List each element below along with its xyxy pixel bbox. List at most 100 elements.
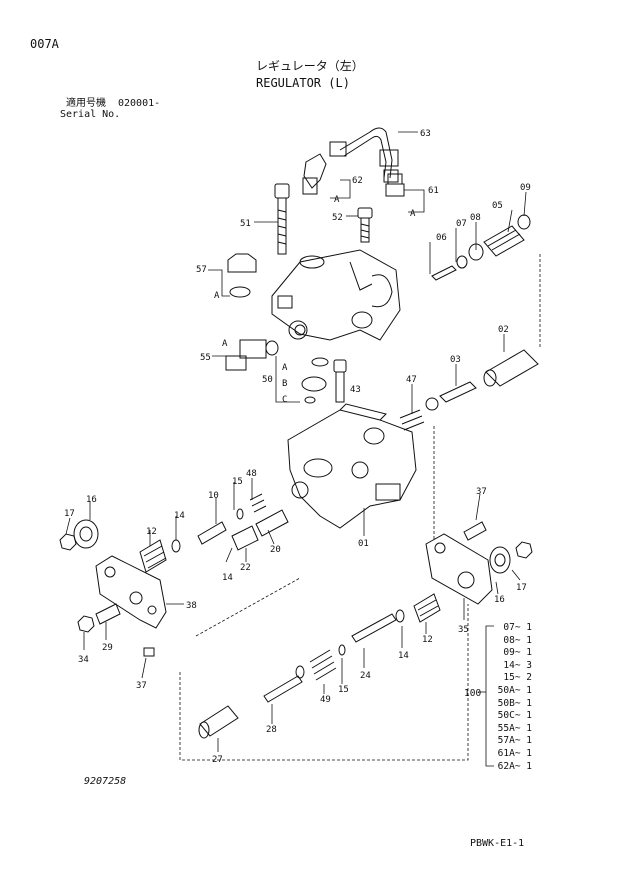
callout-37-left: 37 bbox=[136, 681, 147, 691]
piston-03 bbox=[439, 381, 477, 403]
screw-29 bbox=[95, 603, 121, 625]
rod-28 bbox=[263, 665, 305, 703]
spool-24 bbox=[351, 613, 397, 643]
callout-10: 10 bbox=[208, 491, 219, 501]
callout-43: 43 bbox=[350, 385, 361, 395]
spring-49 bbox=[309, 649, 337, 681]
callout-15: 15 bbox=[232, 477, 243, 487]
callout-50: 50 bbox=[262, 375, 273, 385]
bolt-52 bbox=[357, 207, 373, 243]
left-cover-38 bbox=[95, 555, 167, 629]
bolt-43 bbox=[333, 359, 347, 403]
plug-20 bbox=[255, 509, 289, 537]
callout-16: 16 bbox=[86, 495, 97, 505]
spring-47 bbox=[399, 397, 439, 431]
nut-16-right bbox=[489, 546, 511, 574]
callout-labels: 63 62 61 09 08 07 05 06 51 52 57 02 55 5… bbox=[64, 129, 531, 765]
callout-ref-b-50: B bbox=[282, 379, 287, 389]
kit-list-item: 15~ 2 bbox=[503, 672, 532, 684]
screw-37-left bbox=[143, 647, 155, 657]
sleeve-27 bbox=[198, 705, 239, 739]
kit-list-item: 07~ 1 bbox=[503, 622, 532, 633]
callout-37: 37 bbox=[476, 487, 487, 497]
callout-29: 29 bbox=[102, 643, 113, 653]
bolt-51 bbox=[274, 183, 290, 255]
nut-17-right bbox=[515, 541, 533, 559]
sleeve-12-right bbox=[413, 593, 441, 623]
kit-list-item: 55A~ 1 bbox=[497, 722, 532, 734]
kit-list-item: 50C~ 1 bbox=[497, 710, 532, 722]
callout-35: 35 bbox=[458, 625, 469, 635]
callout-ref-a-50: A bbox=[282, 363, 288, 373]
kit-list-item: 62A~ 1 bbox=[497, 760, 532, 772]
callout-14: 14 bbox=[174, 511, 185, 521]
kit-list-item: 61A~ 1 bbox=[497, 747, 532, 759]
leader-lines bbox=[65, 131, 541, 767]
straight-fitting bbox=[385, 173, 405, 197]
callout-14-right: 14 bbox=[398, 651, 409, 661]
callout-52: 52 bbox=[332, 213, 343, 223]
sleeve-02 bbox=[483, 349, 539, 387]
pressure-sensor bbox=[225, 339, 279, 371]
o-ring-14-right bbox=[395, 609, 405, 623]
callout-49: 49 bbox=[320, 695, 331, 705]
callout-03: 03 bbox=[450, 355, 461, 365]
serial-label-english: Serial No. bbox=[60, 109, 121, 120]
kit-list-item: 57A~ 1 bbox=[497, 735, 532, 747]
o-ring-14-left bbox=[171, 539, 181, 553]
kit-list-item: 08~ 1 bbox=[503, 634, 532, 646]
collar-22 bbox=[231, 525, 259, 551]
drawing-number: 9207258 bbox=[84, 776, 127, 787]
pipe-part bbox=[329, 127, 399, 183]
kit-number: 100 bbox=[464, 688, 482, 699]
callout-ref-a-57: A bbox=[214, 291, 220, 301]
callout-12: 12 bbox=[146, 527, 157, 537]
title-japanese: レギュレータ（左） bbox=[256, 59, 364, 73]
main-casing bbox=[287, 403, 417, 529]
callout-38: 38 bbox=[186, 601, 197, 611]
callout-ref-a-55: A bbox=[222, 339, 228, 349]
callout-47: 47 bbox=[406, 375, 417, 385]
callout-17: 17 bbox=[64, 509, 75, 519]
right-cover-35 bbox=[425, 533, 493, 605]
callout-01: 01 bbox=[358, 539, 369, 549]
callout-28: 28 bbox=[266, 725, 277, 735]
nut-16-left bbox=[73, 519, 99, 549]
callout-05: 05 bbox=[492, 201, 503, 211]
screw-37-right bbox=[463, 521, 487, 541]
kit-list-item: 14~ 3 bbox=[503, 659, 532, 671]
callout-02: 02 bbox=[498, 325, 509, 335]
callout-12-right: 12 bbox=[422, 635, 433, 645]
upper-valve-body bbox=[271, 249, 401, 341]
elbow-fitting bbox=[302, 153, 327, 195]
kit-list-item: 50A~ 1 bbox=[497, 684, 532, 696]
serial-value: 020001- bbox=[118, 98, 161, 109]
nut-34 bbox=[77, 615, 95, 633]
callout-08: 08 bbox=[470, 213, 481, 223]
callout-51: 51 bbox=[240, 219, 251, 229]
o-rings-50 bbox=[301, 357, 329, 404]
piston-10 bbox=[197, 521, 227, 545]
callout-48: 48 bbox=[246, 469, 257, 479]
serial-label-japanese: 適用号機 bbox=[66, 98, 106, 109]
plug-57 bbox=[227, 253, 257, 298]
callout-22: 22 bbox=[240, 563, 251, 573]
callout-ref-a-61: A bbox=[410, 209, 416, 219]
sleeve-12-left bbox=[139, 539, 167, 573]
callout-07: 07 bbox=[456, 219, 467, 229]
callout-63: 63 bbox=[420, 129, 431, 139]
callout-57: 57 bbox=[196, 265, 207, 275]
callout-06: 06 bbox=[436, 233, 447, 243]
o-ring-15-lower bbox=[338, 644, 346, 656]
callout-55: 55 bbox=[200, 353, 211, 363]
callout-61: 61 bbox=[428, 186, 439, 196]
callout-09: 09 bbox=[520, 183, 531, 193]
callout-27: 27 bbox=[212, 755, 223, 765]
callout-16-right: 16 bbox=[494, 595, 505, 605]
callout-14-mid: 14 bbox=[222, 573, 233, 583]
kit-list-item: 50B~ 1 bbox=[497, 697, 532, 709]
callout-62: 62 bbox=[352, 176, 363, 186]
callout-15-lower: 15 bbox=[338, 685, 349, 695]
